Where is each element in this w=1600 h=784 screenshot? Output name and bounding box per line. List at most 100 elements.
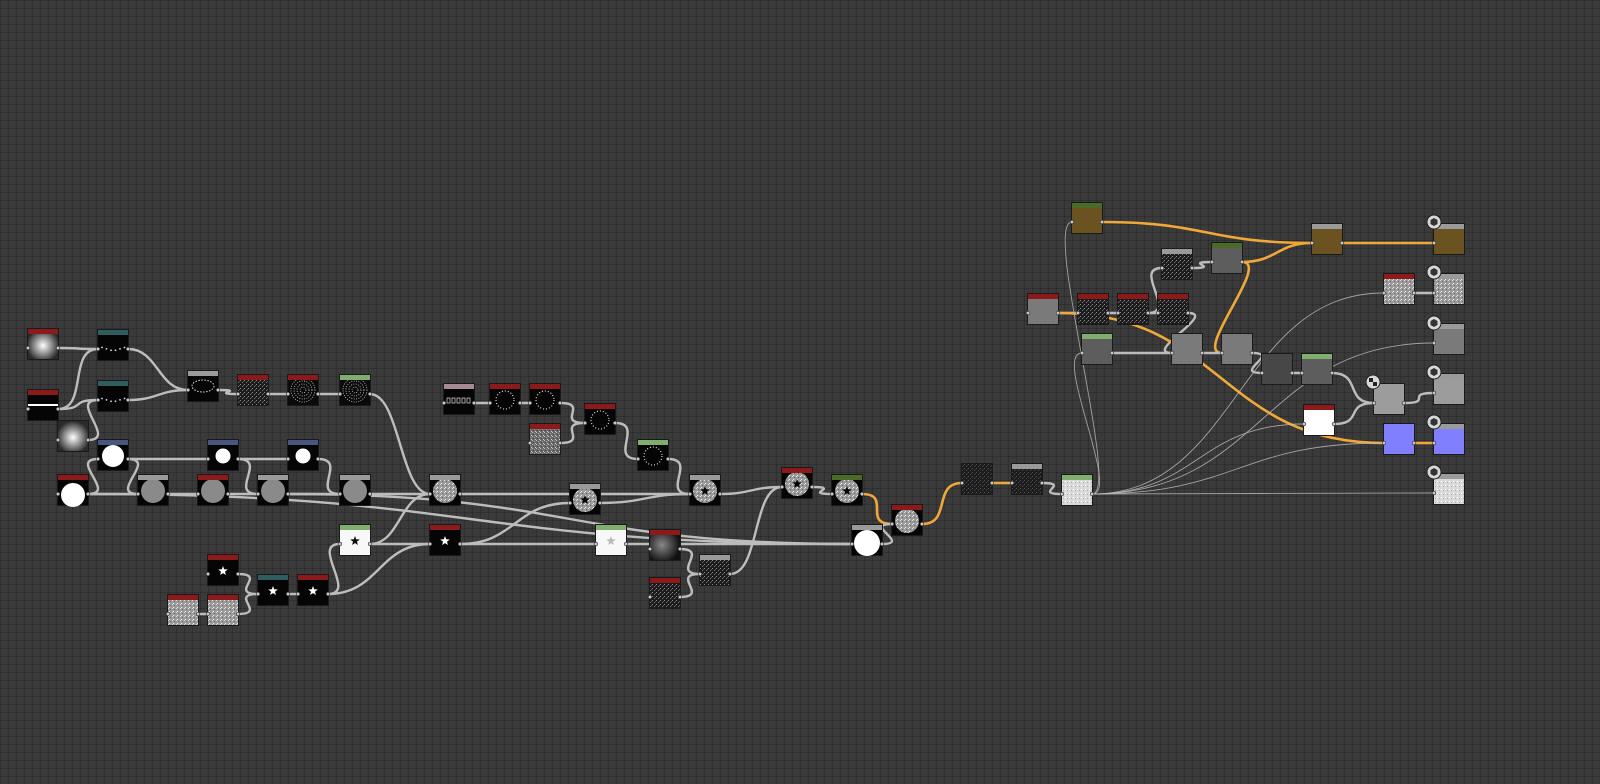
link-n26-n27[interactable] [718, 485, 784, 496]
output-port[interactable] [1249, 350, 1255, 356]
shape-circle-node[interactable] [95, 439, 131, 471]
link-n40-n41[interactable] [880, 522, 894, 546]
input-port[interactable] [1301, 421, 1307, 427]
link-n35-n25[interactable] [458, 501, 572, 546]
output-port[interactable] [919, 521, 925, 527]
input-port[interactable] [487, 400, 493, 406]
output-port[interactable] [315, 456, 321, 462]
input-port[interactable] [959, 480, 965, 486]
star-disk-node-4[interactable] [829, 474, 865, 506]
input-port[interactable] [1431, 290, 1437, 296]
gray-disk-node-3[interactable] [255, 474, 291, 506]
tile-sampler-node[interactable] [285, 374, 321, 406]
input-port[interactable] [1169, 350, 1175, 356]
input-port[interactable] [55, 491, 61, 497]
star-disk-node[interactable] [567, 483, 603, 515]
output-port[interactable] [125, 346, 131, 352]
link-n33-n30[interactable] [236, 592, 260, 616]
output-port[interactable] [315, 391, 321, 397]
dark-fill-node[interactable] [959, 463, 995, 495]
input-port[interactable] [25, 406, 31, 412]
gray-fill-node[interactable] [1209, 242, 1245, 274]
input-port[interactable] [1159, 265, 1165, 271]
input-port[interactable] [779, 484, 785, 490]
input-port[interactable] [1219, 350, 1225, 356]
input-port[interactable] [205, 456, 211, 462]
output-basecolor-node[interactable] [1431, 223, 1465, 255]
dark-noise-node-3[interactable] [1155, 293, 1191, 325]
output-port[interactable] [125, 397, 131, 403]
dots-ring-node-3[interactable] [582, 403, 618, 435]
output-port[interactable] [1189, 265, 1195, 271]
output-port[interactable] [1331, 421, 1337, 427]
output-port[interactable] [717, 491, 723, 497]
output-port[interactable] [989, 480, 995, 486]
link-n28-n41[interactable] [860, 492, 894, 526]
link-n25-n26[interactable] [598, 492, 692, 505]
output-port[interactable] [1411, 440, 1417, 446]
input-port[interactable] [441, 400, 447, 406]
input-port[interactable] [285, 391, 291, 397]
star-blend-node[interactable] [295, 574, 331, 606]
link-n45-n57[interactable] [1100, 220, 1314, 245]
noise-tile-node-2[interactable] [205, 594, 241, 626]
star-white-node-2[interactable] [593, 524, 629, 556]
shape-half-circle-node[interactable] [55, 474, 91, 508]
link-n34-n18[interactable] [368, 492, 432, 546]
link-n6-n7[interactable] [216, 388, 240, 396]
output-port[interactable] [225, 491, 231, 497]
output-port[interactable] [285, 491, 291, 497]
output-port[interactable] [471, 400, 477, 406]
input-port[interactable] [527, 440, 533, 446]
input-port[interactable] [1371, 400, 1377, 406]
blend-node[interactable] [185, 370, 221, 402]
levels-node-2[interactable] [95, 380, 131, 412]
normal-node[interactable] [1381, 423, 1417, 455]
output-port[interactable] [859, 491, 865, 497]
input-port[interactable] [1115, 310, 1121, 316]
dark-gray-node-2[interactable] [1299, 353, 1335, 385]
input-port[interactable] [1059, 491, 1065, 497]
input-port[interactable] [95, 397, 101, 403]
output-port[interactable] [1105, 310, 1111, 316]
gray-input-node[interactable] [1025, 293, 1061, 325]
input-port[interactable] [55, 437, 61, 443]
input-port[interactable] [1025, 310, 1031, 316]
input-port[interactable] [1309, 240, 1315, 246]
link-n29-n30[interactable] [236, 572, 260, 596]
dots-ring-node-4[interactable] [635, 439, 671, 471]
output-port[interactable] [1185, 310, 1191, 316]
input-port[interactable] [1431, 240, 1437, 246]
input-port[interactable] [25, 345, 31, 351]
output-port[interactable] [165, 491, 171, 497]
output-port[interactable] [85, 491, 91, 497]
noise-tile-node[interactable] [165, 594, 201, 626]
star-disk-node-3[interactable] [779, 467, 815, 499]
output-port[interactable] [612, 420, 618, 426]
white-disk-node[interactable] [849, 524, 885, 557]
gray-fill-node-3[interactable] [1169, 333, 1205, 365]
input-port[interactable] [1209, 259, 1215, 265]
output-port[interactable] [235, 571, 241, 577]
link-n24-n26[interactable] [666, 457, 692, 496]
link-n31-n35[interactable] [326, 542, 432, 596]
input-port[interactable] [647, 594, 653, 600]
input-port[interactable] [647, 546, 653, 552]
white-noise-node[interactable] [1059, 474, 1095, 506]
output-port[interactable] [1099, 219, 1105, 225]
input-port[interactable] [285, 456, 291, 462]
link-n22-n24[interactable] [613, 421, 640, 461]
input-port[interactable] [1299, 370, 1305, 376]
output-port[interactable] [677, 546, 683, 552]
input-port[interactable] [1259, 370, 1265, 376]
gradient-node[interactable] [25, 328, 61, 360]
noise-blend-node[interactable] [697, 554, 733, 586]
link-n9-n18[interactable] [368, 392, 432, 496]
output-port[interactable] [1145, 310, 1151, 316]
input-port[interactable] [582, 420, 588, 426]
output-port[interactable] [1039, 480, 1045, 486]
input-port[interactable] [1431, 490, 1437, 496]
input-port[interactable] [205, 571, 211, 577]
roughness-noise-node[interactable] [1381, 273, 1417, 305]
star-shape-node[interactable] [205, 554, 241, 586]
